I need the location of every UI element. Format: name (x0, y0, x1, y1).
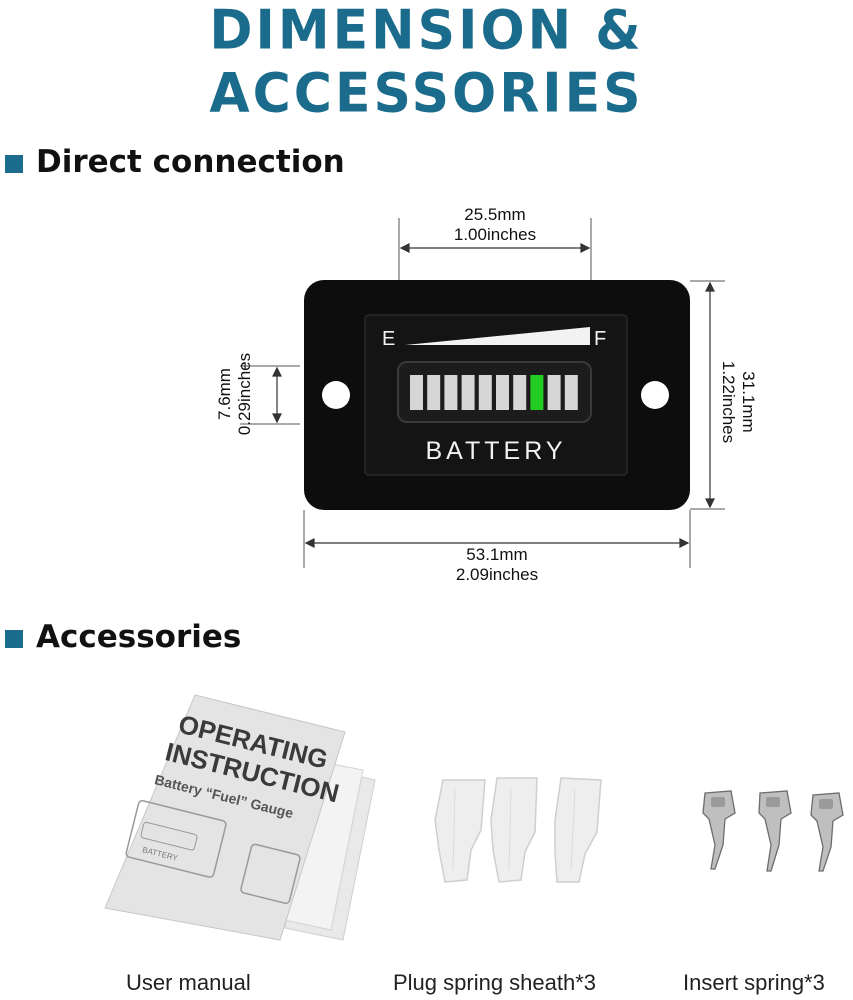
dim-top-label: 25.5mm 1.00inches (395, 205, 595, 245)
sheath-3 (554, 777, 602, 883)
led-segment (478, 375, 492, 410)
dim-bottom-in: 2.09inches (455, 565, 539, 584)
dim-left-label: 7.6mm 0.29inches (215, 294, 255, 494)
dim-bottom-mm: 53.1mm (466, 545, 528, 564)
led-segments (410, 375, 578, 410)
manual-mini-gauge-2 (240, 843, 301, 905)
manual-mini-gauge (125, 800, 227, 878)
fuel-wedge (405, 327, 590, 345)
section-bullet-icon (5, 155, 23, 173)
banner: DIMENSION & ACCESSORIES (0, 0, 853, 125)
led-segment (564, 375, 578, 410)
spring-1 (702, 790, 736, 870)
mount-hole-right (641, 381, 669, 409)
section-title-accessories: Accessories (36, 619, 242, 655)
arrow-head (705, 281, 715, 292)
caption-user-manual: User manual (126, 970, 251, 995)
manual-mini-led (140, 821, 198, 851)
led-segment (427, 375, 441, 410)
insert-spring-image (702, 790, 844, 872)
dim-bottom-label: 53.1mm 2.09inches (397, 545, 597, 585)
dim-right-in: 1.22inches (719, 360, 738, 444)
spring-3 (810, 792, 844, 872)
dim-right-mm: 31.1mm (739, 371, 758, 433)
led-window (397, 361, 592, 423)
user-manual-image: OPERATING INSTRUCTION Battery “Fuel” Gau… (104, 694, 376, 941)
sheath-1 (434, 779, 486, 883)
arrow-head (304, 538, 315, 548)
caption-plug-sheath: Plug spring sheath*3 (393, 970, 597, 995)
led-segment (444, 375, 458, 410)
mount-hole-left (322, 381, 350, 409)
led-segment (461, 375, 475, 410)
led-segment (547, 375, 561, 410)
dim-right-label: 31.1mm 1.22inches (718, 302, 758, 502)
led-segment (410, 375, 423, 410)
arrow-head (705, 498, 715, 509)
arrow-head (272, 366, 282, 377)
arrow-head (679, 538, 690, 548)
arrow-head (399, 243, 410, 253)
caption-insert-spring: Insert spring*3 (683, 970, 825, 995)
dim-top-in: 1.00inches (453, 225, 537, 244)
manual-front-page (104, 694, 346, 941)
dim-top-mm: 25.5mm (464, 205, 526, 224)
section-bullet-icon (5, 630, 23, 648)
gauge-full-label: F (594, 328, 606, 350)
gauge-battery-label: BATTERY (426, 437, 567, 465)
arrow-head (272, 413, 282, 424)
arrow-head (580, 243, 591, 253)
gauge-empty-label: E (382, 328, 395, 350)
banner-title: DIMENSION & ACCESSORIES (209, 0, 644, 125)
spring-2 (758, 790, 792, 872)
sheath-2 (490, 777, 538, 883)
dim-left-in: 0.29inches (235, 352, 254, 436)
led-segment (496, 375, 509, 410)
section-title-direct: Direct connection (36, 144, 345, 180)
plug-sheath-image (434, 777, 602, 883)
led-segment (513, 375, 527, 410)
dimension-diagram: E F BATTERY (240, 218, 725, 568)
led-segment (530, 375, 544, 410)
dim-left-mm: 7.6mm (215, 368, 234, 420)
